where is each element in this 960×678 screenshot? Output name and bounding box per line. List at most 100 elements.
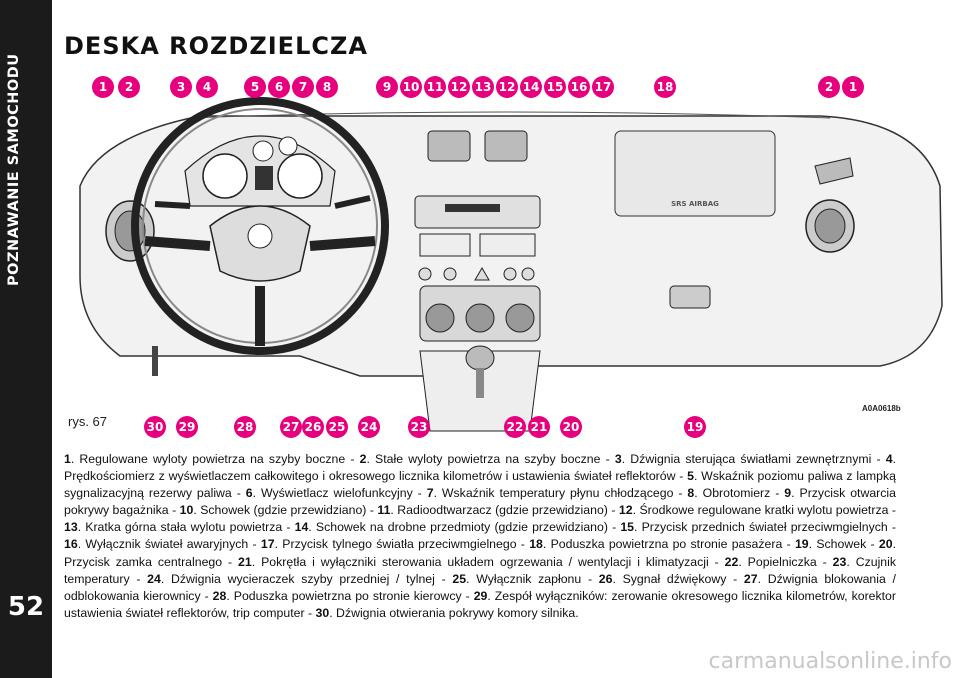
legend-number: 2 <box>359 452 367 466</box>
figure-label: rys. 67 <box>68 414 108 429</box>
legend-item-text: . Schowek - <box>808 537 879 552</box>
callout-28: 28 <box>234 416 256 438</box>
callout-14: 14 <box>520 76 542 98</box>
legend-number: 20 <box>878 537 893 552</box>
glovebox-handle <box>669 285 711 309</box>
legend-number: 19 <box>794 537 809 552</box>
page-title: DESKA ROZDZIELCZA <box>64 32 368 60</box>
legend-item-text: . Wskaźnik poziomu paliwa z lampką sygna… <box>64 469 896 501</box>
climate-knob-1 <box>425 303 455 333</box>
wheel-spoke-left <box>144 236 211 251</box>
callout-24: 24 <box>358 416 380 438</box>
legend-item-text: . Dźwignia wycieraczek szyby przedniej /… <box>160 571 453 586</box>
gear-knob <box>465 345 495 371</box>
alfa-logo <box>247 223 273 249</box>
callout-21: 21 <box>528 416 550 438</box>
legend-number: 25 <box>452 571 467 586</box>
callout-27: 27 <box>280 416 302 438</box>
callout-19: 19 <box>684 416 706 438</box>
climate-knob-2 <box>465 303 495 333</box>
legend-number: 10 <box>179 503 194 518</box>
legend-number: 5 <box>687 469 694 484</box>
legend-number: 1 <box>64 452 71 466</box>
callout-7: 7 <box>292 76 314 98</box>
right-fixed-vent <box>814 157 854 185</box>
callout-11: 11 <box>424 76 446 98</box>
climate-knob-3 <box>505 303 535 333</box>
callout-10: 10 <box>400 76 422 98</box>
legend-number: 24 <box>147 571 161 586</box>
storage-right <box>479 233 536 257</box>
legend-item-text: . Dźwignia blokowania / odblokowania kie… <box>64 571 896 603</box>
legend-text: 1. Regulowane wyloty powietrza na szyby … <box>64 451 896 622</box>
callout-9: 9 <box>376 76 398 98</box>
steering-wheel-rim <box>131 97 389 355</box>
legend-item-text: . Sygnał dźwiękowy - <box>612 571 744 586</box>
multifunction-display <box>255 166 273 190</box>
figure-code: A0A0618b <box>862 404 901 413</box>
section-title: POZNAWANIE SAMOCHODU <box>6 53 22 287</box>
callout-16: 16 <box>568 76 590 98</box>
legend-item-text: . Czujnik temperatury - <box>64 554 897 586</box>
legend-item-text: . Wskaźnik temperatury płynu chłodzącego… <box>433 486 688 501</box>
legend-number: 14 <box>294 520 309 535</box>
dashboard-figure: SRS AIRBAG 1 2 3 4 5 6 7 8 9 10 11 12 13… <box>60 76 954 446</box>
legend-number: 4 <box>885 452 893 466</box>
bonnet-lever <box>152 346 158 376</box>
legend-number: 26 <box>598 571 613 586</box>
callout-12: 12 <box>448 76 470 98</box>
callout-15: 15 <box>544 76 566 98</box>
legend-number: 28 <box>212 588 227 603</box>
callout-17: 17 <box>592 76 614 98</box>
temp-gauge <box>278 136 298 156</box>
legend-number: 21 <box>238 554 252 569</box>
legend-item-text: . Przycisk otwarcia pokrywy bagażnika - <box>64 486 896 518</box>
legend-number: 16 <box>64 537 78 552</box>
legend-item-text: . Poduszka powietrzna po stronie kierowc… <box>226 588 474 603</box>
legend-number: 8 <box>687 486 695 501</box>
legend-number: 27 <box>743 571 758 586</box>
callout-18: 18 <box>654 76 676 98</box>
callout-3: 3 <box>170 76 192 98</box>
legend-item-text: . Popielniczka - <box>738 554 833 569</box>
legend-item-text: . Kratka górna stała wylotu powietrza - <box>77 520 295 535</box>
callout-30: 30 <box>144 416 166 438</box>
callout-6: 6 <box>268 76 290 98</box>
legend-number: 23 <box>832 554 847 569</box>
speedometer <box>202 153 248 199</box>
legend-item-text: . Prędkościomierz z wyświetlaczem całkow… <box>64 452 897 484</box>
dash-top-band <box>189 111 831 119</box>
button-row <box>418 267 535 281</box>
passenger-airbag <box>614 130 776 217</box>
callout-22: 22 <box>504 416 526 438</box>
legend-number: 6 <box>245 486 253 501</box>
legend-number: 30 <box>315 605 330 620</box>
legend-number: 3 <box>614 452 622 466</box>
watermark: carmanualsonline.info <box>708 649 952 674</box>
legend-item-text: . Zespół wyłączników: zerowanie okresowe… <box>64 588 896 620</box>
legend-item-text: . Pokrętła i wyłączniki sterowania układ… <box>251 554 725 569</box>
callout-2-right: 2 <box>818 76 840 98</box>
legend-number: 29 <box>473 588 488 603</box>
legend-number: 7 <box>426 486 434 501</box>
legend-item-text: . Wyświetlacz wielofunkcyjny - <box>252 486 427 501</box>
legend-number: 9 <box>784 486 792 501</box>
legend-item-text: . Radioodtwarzacz (gdzie przewidziano) - <box>390 503 619 518</box>
callout-12b: 12 <box>496 76 518 98</box>
legend-item-text: . Przycisk tylnego światła przeciwmgieln… <box>274 537 530 552</box>
legend-item-text: . Dźwignia sterująca światłami zewnętrzn… <box>621 452 886 466</box>
legend-item-text: . Wyłącznik świateł awaryjnych - <box>77 537 261 552</box>
storage-left <box>419 233 471 257</box>
legend-item-text: . Schowek na drobne przedmioty (gdzie pr… <box>308 520 621 535</box>
callout-26: 26 <box>302 416 324 438</box>
legend-number: 12 <box>618 503 633 518</box>
light-stalk <box>154 201 191 209</box>
callout-20: 20 <box>560 416 582 438</box>
sidebar: POZNAWANIE SAMOCHODU 52 <box>0 0 52 678</box>
legend-item-text: . Stałe wyloty powietrza na szyby boczne… <box>366 452 615 466</box>
callout-1: 1 <box>92 76 114 98</box>
callout-1-right: 1 <box>842 76 864 98</box>
legend-item-text: . Obrotomierz - <box>694 486 785 501</box>
center-vent-left <box>427 130 471 162</box>
legend-item-text: . Poduszka powietrzna po stronie pasażer… <box>542 537 795 552</box>
